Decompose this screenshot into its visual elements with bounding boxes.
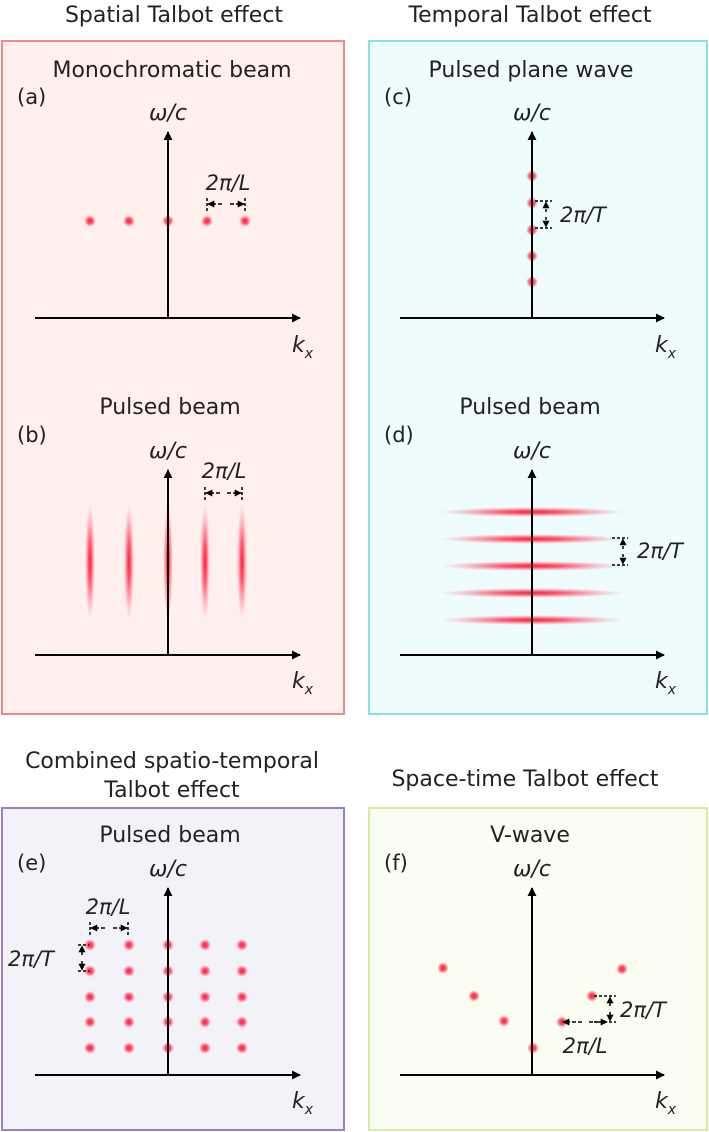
panel-b-title: Pulsed beam (99, 395, 240, 420)
panel-e-period-label-x: 2π/L (86, 895, 131, 919)
panel-f-period-marker-y: 2π/T (594, 995, 668, 1023)
panel-e-title: Pulsed beam (99, 823, 240, 848)
panel-a-kx-label: kx (292, 333, 314, 362)
panel-e-spot (123, 1016, 135, 1028)
panel-temporal-border (368, 40, 708, 715)
panel-e-spot (84, 1042, 96, 1054)
panel-d-period-marker: 2π/T (612, 537, 685, 566)
panel-a-axes: ω/c kx (35, 101, 314, 362)
panel-f-spot (616, 963, 628, 975)
panel-a-spot (201, 215, 213, 227)
panel-e-spot (84, 1016, 96, 1028)
panel-d-kx-label: kx (655, 669, 677, 698)
panel-b-axes: ω/c kx (35, 439, 314, 698)
panel-d-axes: ω/c kx (400, 439, 677, 698)
panel-f-spot (437, 962, 449, 974)
panel-e-spot (199, 1042, 211, 1054)
panel-d-title: Pulsed beam (459, 395, 600, 420)
panel-e-spot (199, 1016, 211, 1028)
spectral-spots-layer (84, 170, 628, 1054)
panel-b-omega-label: ω/c (149, 439, 187, 464)
panel-e-spot (123, 939, 135, 951)
panel-c-omega-label: ω/c (513, 101, 551, 126)
panel-c-label: (c) (384, 85, 412, 109)
panel-e-spot (123, 965, 135, 977)
panel-f-title: V-wave (490, 823, 570, 848)
panel-e-spot (236, 991, 248, 1003)
panel-e-spot (123, 1042, 135, 1054)
panel-a-period-marker: 2π/L (206, 171, 251, 212)
panel-temporal (369, 41, 707, 714)
panel-f-axes: ω/c kx (400, 857, 677, 1118)
panel-a-spot (123, 215, 135, 227)
panel-e-kx-label: kx (292, 1089, 314, 1118)
panel-d-label: (d) (384, 423, 414, 447)
heading-combined-line1: Combined spatio-temporal (25, 749, 319, 774)
panel-e-spot (236, 939, 248, 951)
panel-b-streak (237, 504, 247, 620)
panel-f-period-label-y: 2π/T (620, 998, 668, 1022)
panel-b-label: (b) (17, 423, 47, 447)
panel-b-period-label: 2π/L (202, 459, 247, 483)
panel-f-label: (f) (384, 851, 408, 875)
panel-e-period-label-y: 2π/T (8, 947, 56, 971)
panel-e-spot (199, 939, 211, 951)
panel-f-spot (468, 990, 480, 1002)
panel-spatial (2, 41, 344, 714)
panel-f-period-label-x: 2π/L (563, 1034, 608, 1058)
panel-e-spot (84, 965, 96, 977)
panel-a-period-label: 2π/L (206, 171, 251, 195)
panel-a-label: (a) (17, 85, 46, 109)
panel-e-spot (123, 991, 135, 1003)
panel-a-spot (239, 215, 251, 227)
panel-c-period-label: 2π/T (560, 203, 608, 227)
panel-e-axes: ω/c kx (35, 857, 314, 1118)
panel-e-spot (199, 965, 211, 977)
panel-spacetime (369, 808, 707, 1130)
panel-spatial-border (1, 40, 345, 715)
panel-e-period-marker-y: 2π/T (8, 944, 89, 972)
panel-e-spot (236, 965, 248, 977)
panel-a-omega-label: ω/c (149, 101, 187, 126)
panel-b-streak (85, 504, 95, 620)
panel-d-period-label: 2π/T (637, 539, 685, 563)
panel-f-spot (586, 990, 598, 1002)
heading-temporal: Temporal Talbot effect (407, 3, 651, 28)
panel-f-spot (498, 1015, 510, 1027)
panel-e-spot (199, 991, 211, 1003)
heading-combined-line2: Talbot effect (103, 778, 240, 803)
panel-combined-border (1, 807, 345, 1131)
panel-f-period-marker-x: 2π/L (562, 1018, 608, 1058)
panel-c-title: Pulsed plane wave (429, 58, 634, 83)
panel-b-streak (200, 504, 210, 620)
panel-b-streak (124, 504, 134, 620)
panel-a-spot (84, 215, 96, 227)
panel-a-title: Monochromatic beam (52, 58, 291, 83)
panel-b-kx-label: kx (292, 669, 314, 698)
panel-e-omega-label: ω/c (149, 857, 187, 882)
panel-e-period-marker-x: 2π/L (86, 895, 131, 936)
panel-d-omega-label: ω/c (513, 439, 551, 464)
heading-spacetime: Space-time Talbot effect (391, 767, 658, 792)
heading-spatial: Spatial Talbot effect (65, 3, 283, 28)
panel-b-period-marker: 2π/L (202, 459, 247, 500)
panel-f-omega-label: ω/c (513, 857, 551, 882)
panel-e-label: (e) (17, 851, 46, 875)
panel-e-spot (84, 991, 96, 1003)
panel-f-kx-label: kx (655, 1089, 677, 1118)
panel-c-period-marker: 2π/T (535, 200, 608, 229)
panel-c-kx-label: kx (655, 333, 677, 362)
panel-e-spot (236, 1042, 248, 1054)
panel-e-spot (236, 1016, 248, 1028)
panel-e-spot (84, 939, 96, 951)
panel-c-axes: ω/c kx (400, 101, 677, 362)
panel-spacetime-border (368, 807, 708, 1131)
